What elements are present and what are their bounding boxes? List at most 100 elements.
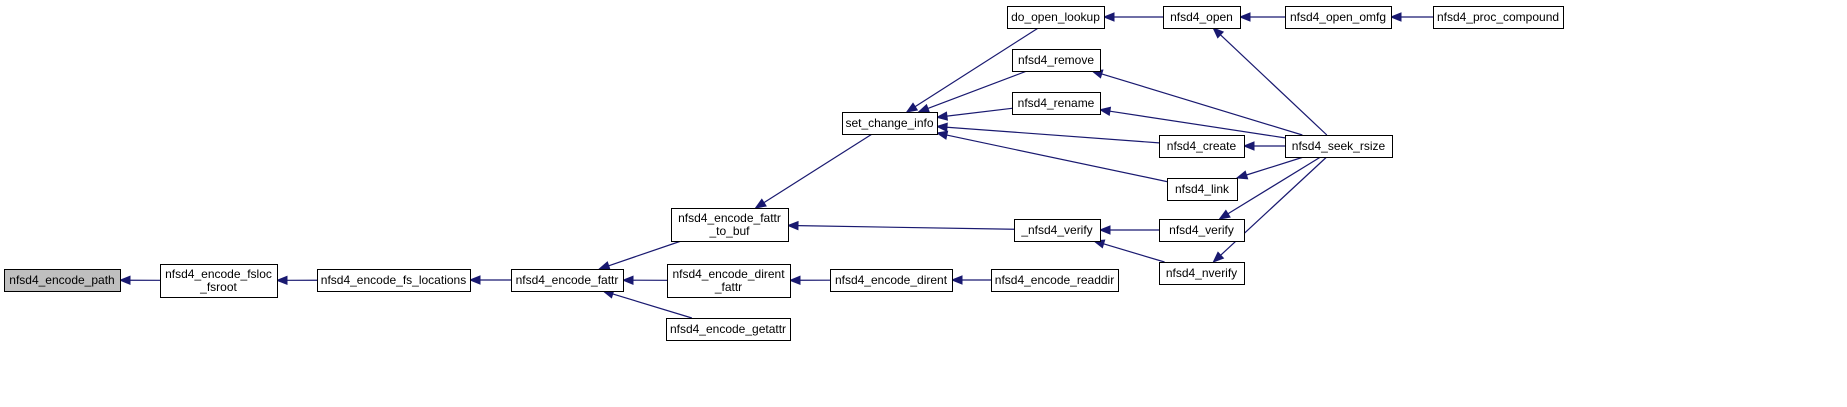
node-label: nfsd4_verify bbox=[1169, 223, 1234, 237]
edge-n13-to-n7 bbox=[946, 126, 1160, 144]
node-nfsd4-encode-fsloc-fsroot[interactable]: nfsd4_encode_fsloc_fsroot bbox=[160, 264, 278, 298]
nodes-layer: nfsd4_encode_path nfsd4_encode_fsloc_fsro… bbox=[4, 6, 1564, 341]
node-nfsd4-encode-dirent[interactable]: nfsd4_encode_dirent bbox=[830, 269, 953, 292]
arrowhead-n5-to-n3 bbox=[621, 275, 634, 285]
edge-n19-to-n12 bbox=[1109, 110, 1286, 139]
node-box bbox=[666, 318, 791, 341]
edge-n16-to-n8 bbox=[1103, 243, 1165, 263]
node-label: nfsd4_open_omfg bbox=[1290, 10, 1386, 24]
node-label: do_open_lookup bbox=[1011, 10, 1100, 24]
node-nfsd4-proc-compound[interactable]: nfsd4_proc_compound bbox=[1433, 6, 1564, 29]
edge-n19-to-n18 bbox=[1220, 34, 1328, 136]
node-nfsd4-seek-rsize[interactable]: nfsd4_seek_rsize bbox=[1285, 135, 1393, 158]
node-nfsd4-create[interactable]: nfsd4_create bbox=[1159, 135, 1245, 158]
arrowhead-n18-to-n10 bbox=[1102, 12, 1115, 22]
arrowhead-n19-to-n13 bbox=[1242, 141, 1255, 151]
arrowhead-n9-to-n5 bbox=[788, 275, 801, 286]
node-label: nfsd4_seek_rsize bbox=[1292, 139, 1386, 153]
node-label: nfsd4_proc_compound bbox=[1437, 10, 1559, 24]
edge-n10-to-n7 bbox=[914, 27, 1039, 108]
node-label: nfsd4_encode_fattr bbox=[678, 211, 781, 225]
arrowhead-n21-to-n20 bbox=[1389, 12, 1402, 22]
arrowhead-n2-to-n1 bbox=[275, 275, 288, 286]
edge-n11-to-n7 bbox=[927, 70, 1028, 110]
node-nfsd4-encode-fattr[interactable]: nfsd4_encode_fattr bbox=[511, 269, 624, 292]
arrowhead-n10-to-n7 bbox=[905, 102, 919, 113]
node-nfsd4-encode-path[interactable]: nfsd4_encode_path bbox=[4, 269, 121, 292]
node-nfsd4-encode-dirent-fattr[interactable]: nfsd4_encode_dirent_fattr bbox=[667, 264, 791, 298]
arrowhead-n1-to-n0 bbox=[118, 275, 131, 285]
node-nfsd4-encode-getattr[interactable]: nfsd4_encode_getattr bbox=[666, 318, 791, 341]
node-box bbox=[1159, 262, 1245, 285]
arrowhead-n13-to-n7 bbox=[935, 122, 948, 132]
node-nfsd4-link[interactable]: nfsd4_link bbox=[1167, 178, 1238, 201]
arrowhead-n14-to-n7 bbox=[935, 130, 949, 140]
arrowhead-n11-to-n7 bbox=[917, 103, 931, 113]
node-box bbox=[1163, 6, 1241, 29]
node-nfsd4-encode-fs-locations[interactable]: nfsd4_encode_fs_locations bbox=[317, 269, 471, 292]
node-nfsd4-open-omfg[interactable]: nfsd4_open_omfg bbox=[1285, 6, 1392, 29]
node-box bbox=[1159, 135, 1245, 158]
node-set-change-info[interactable]: set_change_info bbox=[842, 112, 938, 135]
arrowhead-n19-to-n12 bbox=[1098, 106, 1112, 116]
node-nfsd4-verify[interactable]: nfsd4_verify bbox=[1159, 219, 1245, 242]
arrowhead-n19-to-n16 bbox=[1212, 251, 1225, 263]
node-do-open-lookup[interactable]: do_open_lookup bbox=[1007, 6, 1105, 29]
node-label: nfsd4_encode_dirent bbox=[835, 273, 948, 287]
edge-n8-to-n4 bbox=[797, 225, 1015, 230]
node-box bbox=[1433, 6, 1564, 29]
node-box bbox=[317, 269, 471, 292]
edge-n4-to-n3 bbox=[608, 240, 682, 267]
node-box bbox=[830, 269, 953, 292]
arrowhead-n17-to-n9 bbox=[950, 275, 963, 285]
node-nfsd4-open[interactable]: nfsd4_open bbox=[1163, 6, 1241, 29]
node-box bbox=[991, 269, 1119, 292]
node-nfsd4-encode-readdir[interactable]: nfsd4_encode_readdir bbox=[991, 269, 1119, 292]
arrowhead-n3-to-n2 bbox=[468, 275, 481, 285]
node-label: _fattr bbox=[714, 280, 742, 294]
edge-n7-to-n4 bbox=[763, 133, 873, 204]
node-box bbox=[1012, 92, 1101, 115]
node-box bbox=[160, 264, 278, 298]
arrowhead-n19-to-n18 bbox=[1212, 27, 1225, 39]
node-box bbox=[667, 264, 791, 298]
node-box bbox=[1007, 6, 1105, 29]
node-label: nfsd4_open bbox=[1170, 10, 1233, 24]
node-label: nfsd4_link bbox=[1175, 182, 1230, 196]
node-box bbox=[671, 208, 789, 242]
node-box bbox=[4, 269, 121, 292]
node-box bbox=[1285, 6, 1392, 29]
edge-n19-to-n14 bbox=[1246, 156, 1304, 176]
arrowhead-n19-to-n15 bbox=[1218, 209, 1231, 220]
node-nfsd4-rename[interactable]: nfsd4_rename bbox=[1012, 92, 1101, 115]
node-label: _fsroot bbox=[199, 280, 237, 294]
node-nfsd4-remove[interactable]: nfsd4_remove bbox=[1012, 49, 1101, 72]
edge-n12-to-n7 bbox=[946, 107, 1013, 117]
node-label: _nfsd4_verify bbox=[1020, 223, 1092, 237]
node-nfsd4-encode-fattr-to-buf[interactable]: nfsd4_encode_fattr_to_buf bbox=[671, 208, 789, 242]
node-label: nfsd4_remove bbox=[1018, 53, 1094, 67]
node-box bbox=[1167, 178, 1238, 201]
node-label: _to_buf bbox=[708, 224, 750, 238]
node-label: nfsd4_encode_path bbox=[9, 273, 114, 287]
arrowhead-n20-to-n18 bbox=[1238, 12, 1251, 22]
node-label: nfsd4_encode_readdir bbox=[995, 273, 1114, 287]
edge-n19-to-n15 bbox=[1227, 156, 1321, 215]
node-box bbox=[842, 112, 938, 135]
edge-n14-to-n7 bbox=[946, 134, 1168, 183]
edges-layer bbox=[118, 12, 1433, 319]
node-box bbox=[511, 269, 624, 292]
node-box bbox=[1014, 219, 1101, 242]
node-label: nfsd4_nverify bbox=[1166, 266, 1237, 280]
arrowhead-n4-to-n3 bbox=[597, 261, 611, 271]
node-box bbox=[1285, 135, 1393, 158]
arrowhead-n7-to-n4 bbox=[754, 198, 767, 209]
edge-n19-to-n11 bbox=[1101, 73, 1303, 136]
node-label: nfsd4_encode_fsloc bbox=[165, 267, 272, 281]
node-label: set_change_info bbox=[845, 116, 933, 130]
arrowhead-n15-to-n8 bbox=[1098, 225, 1111, 235]
node-nfsd4-verify[interactable]: _nfsd4_verify bbox=[1014, 219, 1101, 242]
node-nfsd4-nverify[interactable]: nfsd4_nverify bbox=[1159, 262, 1245, 285]
arrowhead-n8-to-n4 bbox=[786, 220, 799, 231]
